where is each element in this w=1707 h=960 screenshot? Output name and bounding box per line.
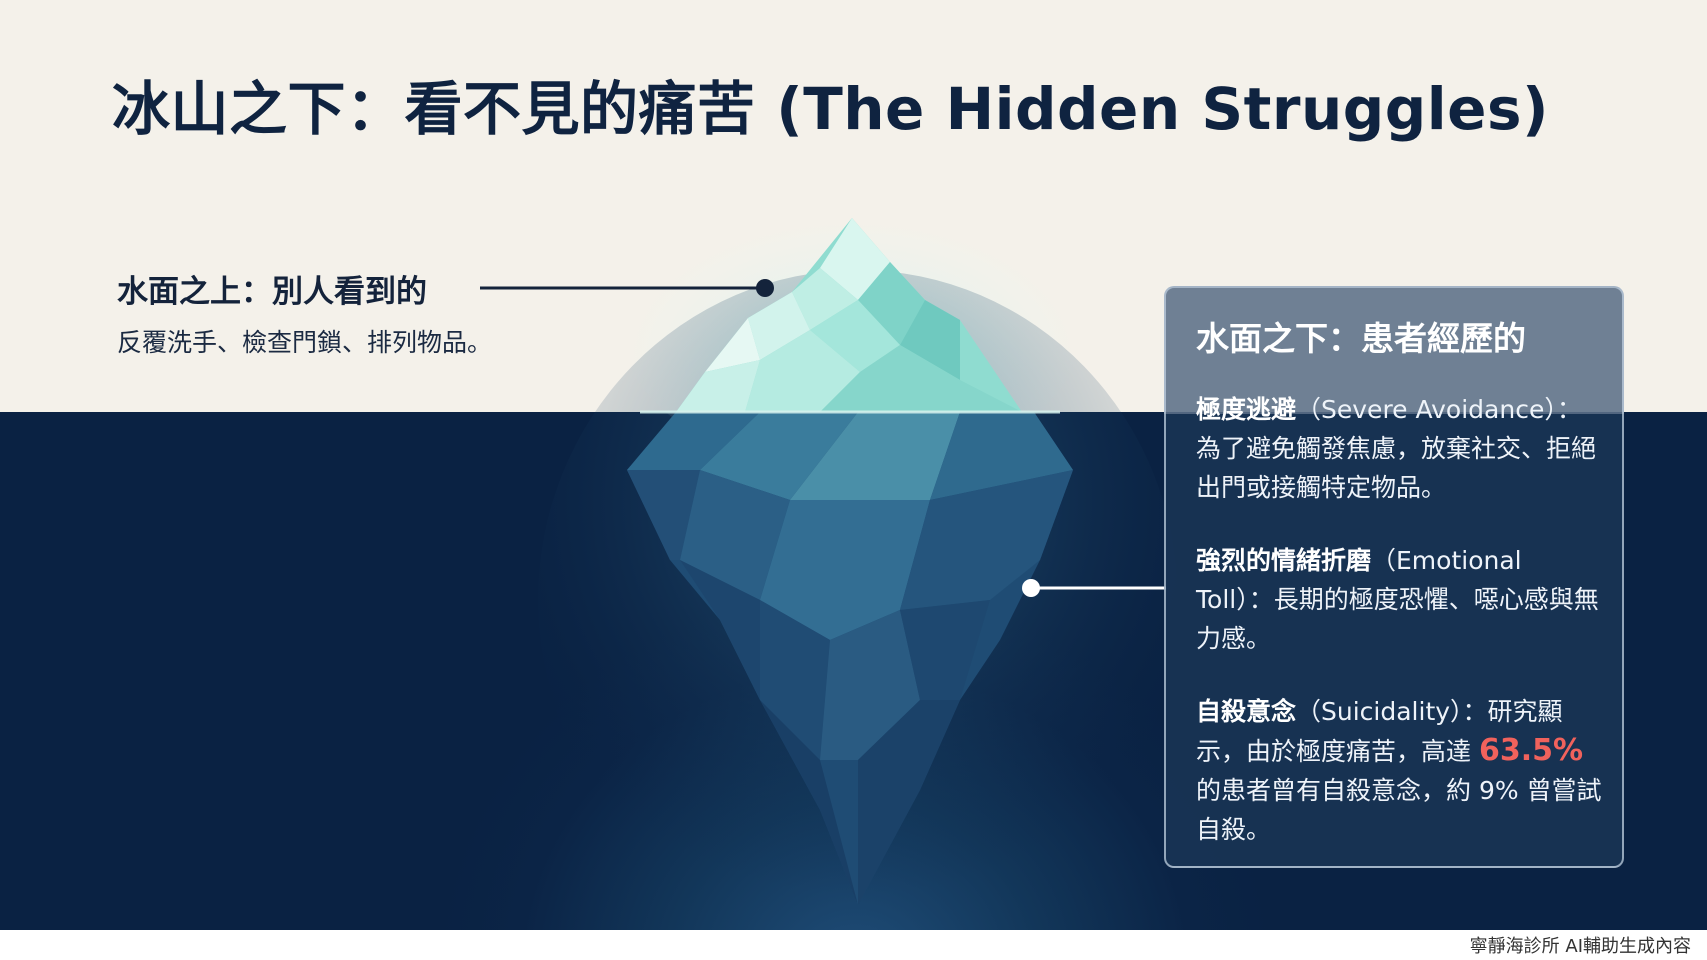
item-term: 極度逃避 xyxy=(1196,395,1297,424)
slide-title: 冰山之下：看不見的痛苦 (The Hidden Struggles) xyxy=(112,75,1550,143)
slide: 冰山之下：看不見的痛苦 (The Hidden Struggles) 水面之上：… xyxy=(0,0,1707,930)
below-water-heading: 水面之下：患者經歷的 xyxy=(1196,319,1526,358)
iceberg-underwater xyxy=(627,412,1073,905)
item-term: 強烈的情緒折磨 xyxy=(1196,546,1372,575)
list-item-suicidality: 自殺意念（Suicidality）：研究顯示，由於極度痛苦，高達 63.5% 的… xyxy=(1196,692,1602,849)
below-water-panel: 水面之下：患者經歷的 極度逃避（Severe Avoidance）：為了避免觸發… xyxy=(1164,286,1624,868)
highlight-percentage: 63.5% xyxy=(1478,733,1584,768)
item-text-after: 的患者曾有自殺意念，約 9% 曾嘗試自殺。 xyxy=(1196,776,1602,844)
iceberg-tip xyxy=(676,218,1022,412)
footer-credit: 寧靜海診所 AI輔助生成內容 xyxy=(1469,936,1691,957)
above-water-heading: 水面之上：別人看到的 xyxy=(117,274,427,310)
pointer-dot-above xyxy=(756,279,774,297)
list-item-emotional-toll: 強烈的情緒折磨（Emotional Toll）：長期的極度恐懼、噁心感與無力感。 xyxy=(1196,541,1602,658)
list-item-avoidance: 極度逃避（Severe Avoidance）：為了避免觸發焦慮，放棄社交、拒絕出… xyxy=(1196,390,1602,507)
item-text: （Emotional Toll）：長期的極度恐懼、噁心感與無力感。 xyxy=(1196,546,1599,653)
item-term: 自殺意念 xyxy=(1196,697,1297,726)
above-water-text: 反覆洗手、檢查門鎖、排列物品。 xyxy=(117,328,493,357)
pointer-dot-below xyxy=(1022,579,1040,597)
item-text: （Suicidality）：研究顯示，由於極度痛苦，高達 xyxy=(1196,697,1563,766)
item-text: （Severe Avoidance）：為了避免觸發焦慮，放棄社交、拒絕出門或接觸… xyxy=(1196,395,1597,502)
iceberg-illustration xyxy=(480,190,1178,930)
